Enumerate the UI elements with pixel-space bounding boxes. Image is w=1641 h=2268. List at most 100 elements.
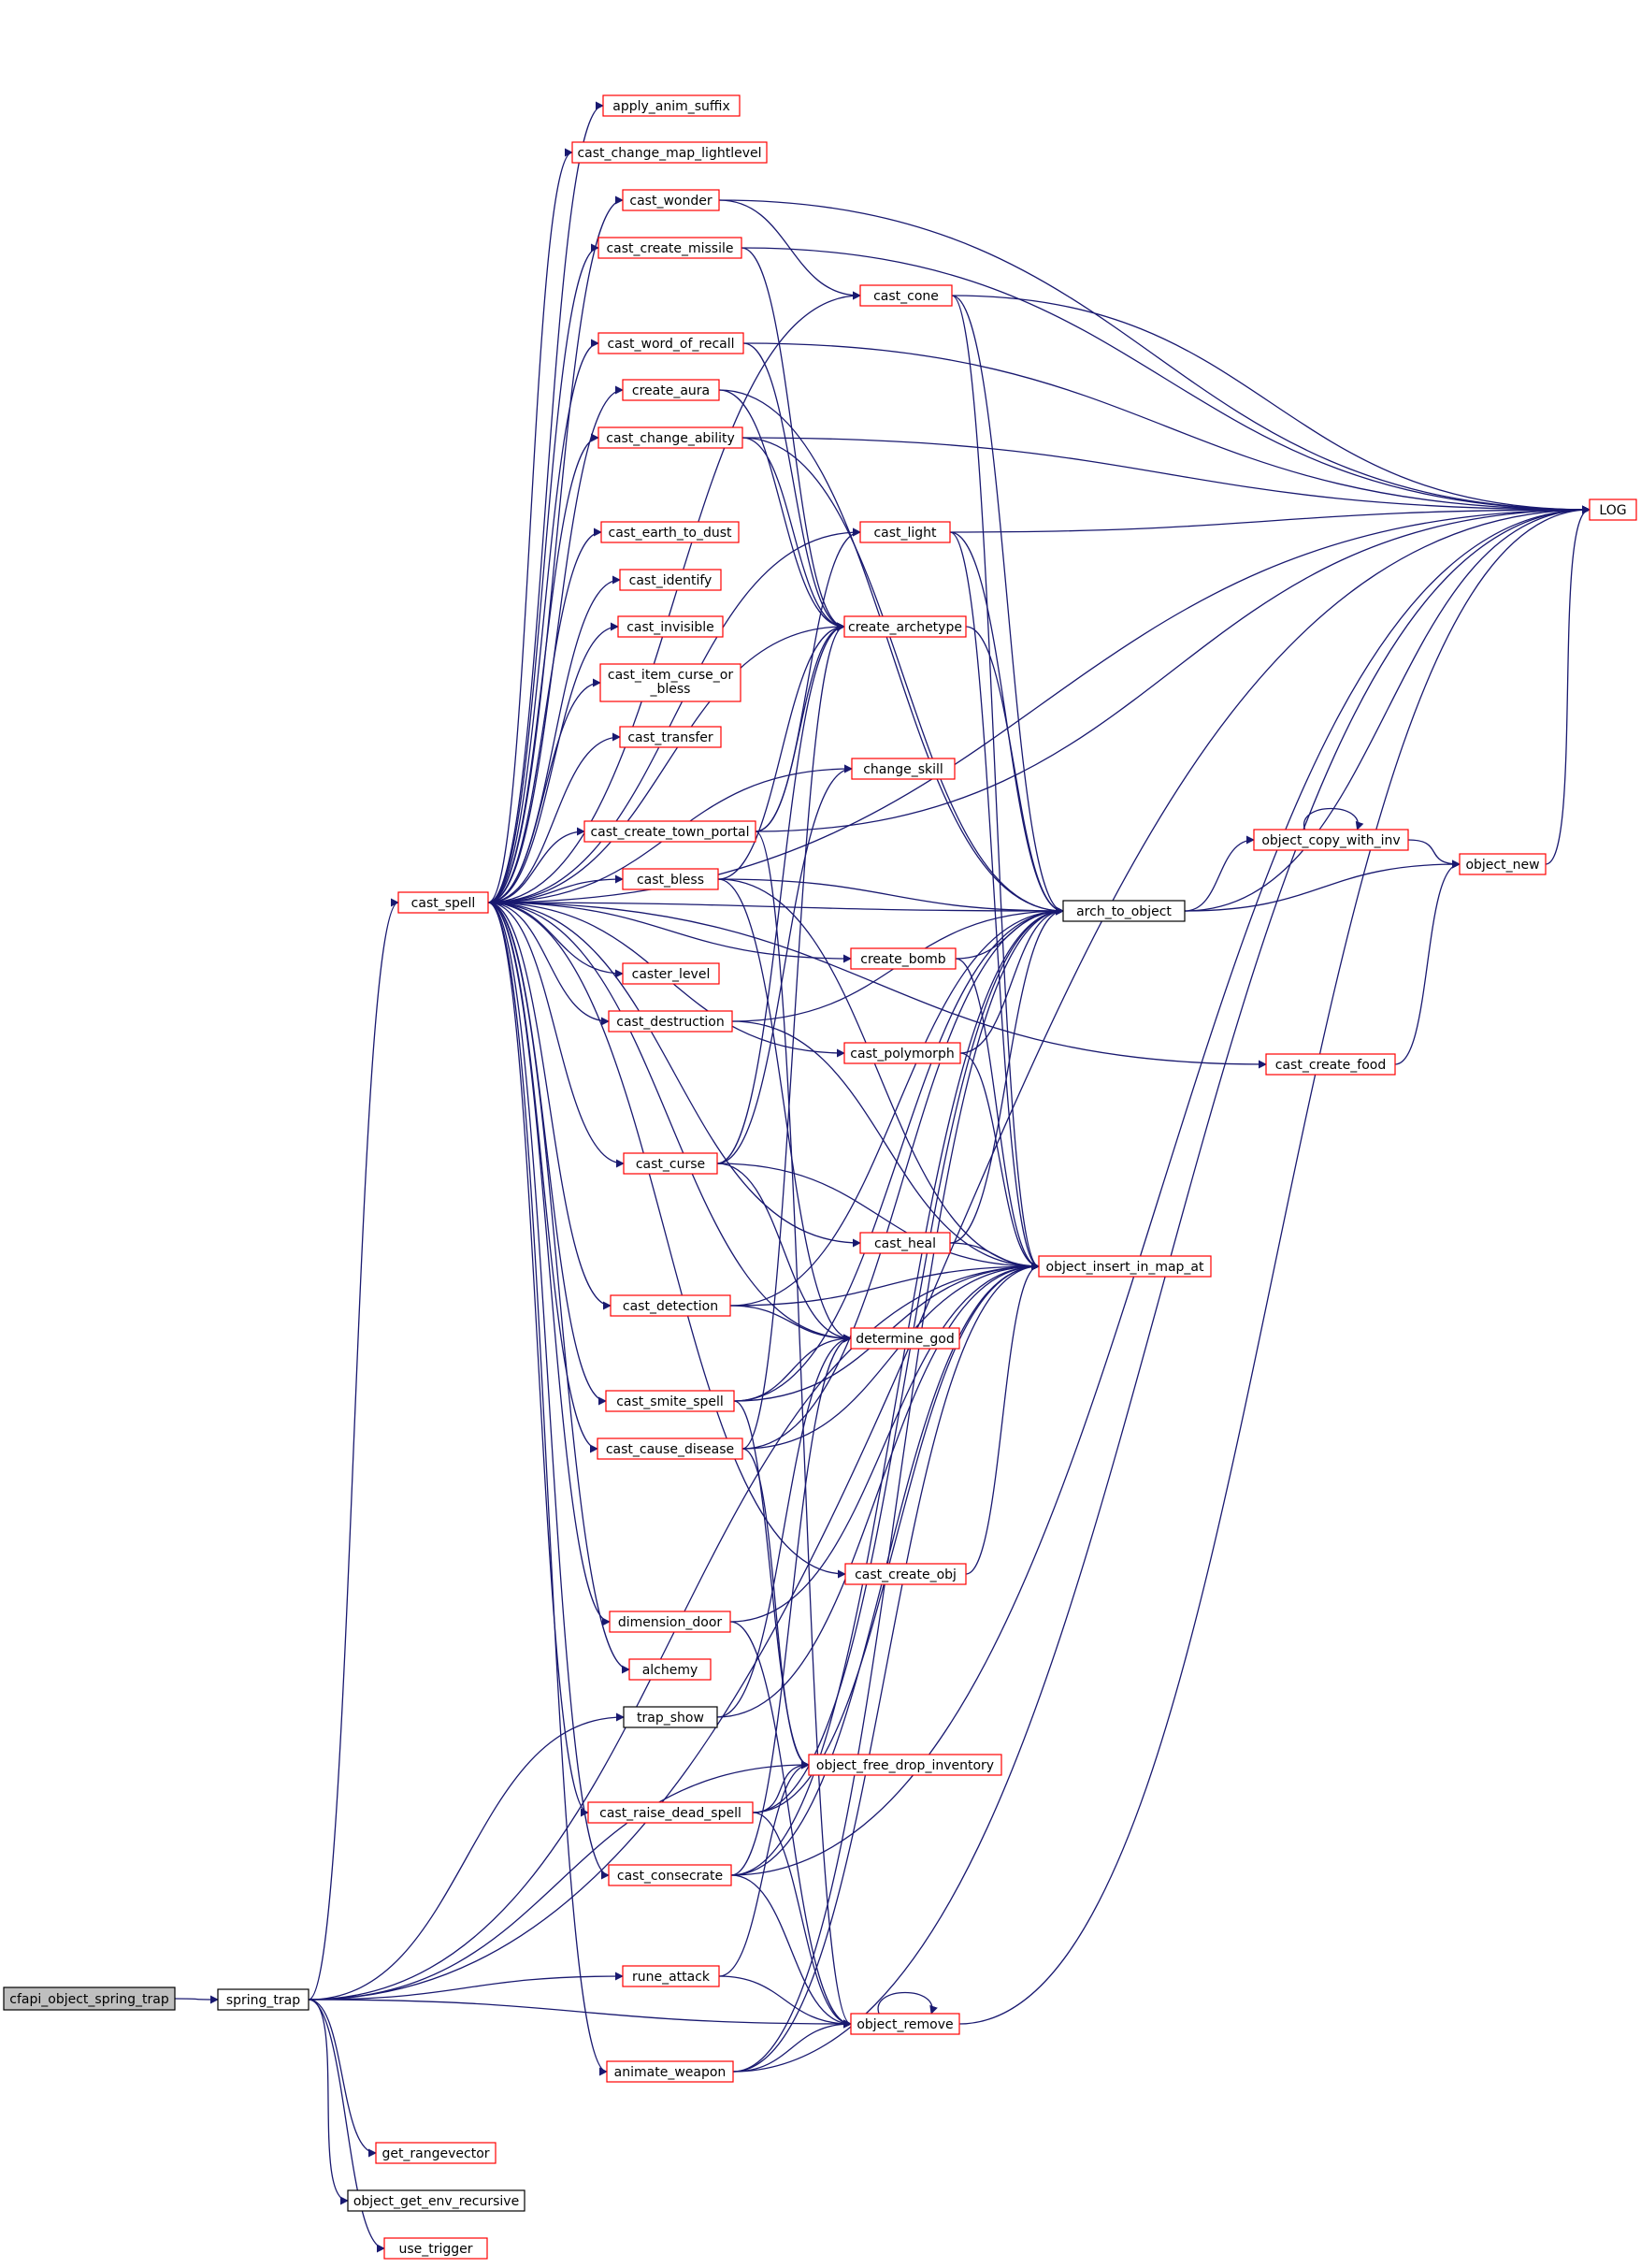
node-box[interactable]: [843, 1042, 961, 1064]
node-cast-transfer[interactable]: cast_transfer: [619, 726, 722, 748]
node-object-insert-in-map-at[interactable]: object_insert_in_map_at: [1038, 1255, 1212, 1278]
node-box[interactable]: [1459, 853, 1547, 875]
node-object-get-env-recursive[interactable]: object_get_env_recursive: [347, 2189, 525, 2212]
node-cast-item-curse-or-bless[interactable]: cast_item_curse_or_bless: [599, 663, 741, 702]
node-use-trigger[interactable]: use_trigger: [383, 2237, 488, 2260]
node-rune-attack[interactable]: rune_attack: [622, 1965, 720, 1987]
node-box[interactable]: [600, 521, 740, 543]
node-animate-weapon[interactable]: animate_weapon: [606, 2060, 734, 2083]
node-cast-earth-to-dust[interactable]: cast_earth_to_dust: [600, 521, 740, 543]
node-cast-cone[interactable]: cast_cone: [859, 284, 953, 307]
node-box[interactable]: [605, 1390, 735, 1412]
node-cast-cause-disease[interactable]: cast_cause_disease: [597, 1437, 743, 1460]
node-create-archetype[interactable]: create_archetype: [843, 615, 967, 638]
node-object-new[interactable]: object_new: [1459, 853, 1547, 875]
node-box[interactable]: [851, 758, 956, 780]
node-cfapi-object-spring-trap[interactable]: cfapi_object_spring_trap: [3, 1986, 176, 2011]
node-caster-level[interactable]: caster_level: [622, 962, 720, 985]
node-box[interactable]: [347, 2189, 525, 2212]
node-box[interactable]: [1589, 498, 1637, 521]
node-cast-create-missile[interactable]: cast_create_missile: [597, 237, 742, 259]
node-cast-detection[interactable]: cast_detection: [610, 1294, 731, 1317]
node-box[interactable]: [1038, 1255, 1212, 1278]
node-box[interactable]: [608, 1864, 732, 1886]
node-cast-word-of-recall[interactable]: cast_word_of_recall: [597, 332, 744, 354]
node-box[interactable]: [623, 1152, 718, 1175]
node-box[interactable]: [622, 189, 720, 211]
node-object-free-drop-inventory[interactable]: object_free_drop_inventory: [808, 1754, 1002, 1776]
node-cast-destruction[interactable]: cast_destruction: [608, 1010, 733, 1033]
node-box[interactable]: [217, 1988, 309, 2011]
node-cast-identify[interactable]: cast_identify: [619, 569, 722, 591]
node-box[interactable]: [375, 2142, 497, 2164]
node-box[interactable]: [383, 2237, 488, 2260]
node-cast-light[interactable]: cast_light: [859, 521, 951, 543]
node-create-bomb[interactable]: create_bomb: [850, 947, 957, 970]
node-box[interactable]: [623, 1706, 718, 1728]
node-box[interactable]: [844, 1563, 967, 1585]
node-box[interactable]: [850, 2013, 960, 2035]
node-object-remove[interactable]: object_remove: [850, 2013, 960, 2035]
node-box[interactable]: [397, 891, 489, 914]
node-cast-smite-spell[interactable]: cast_smite_spell: [605, 1390, 735, 1412]
node-cast-invisible[interactable]: cast_invisible: [617, 615, 724, 638]
node-box[interactable]: [1265, 1053, 1396, 1076]
node-box[interactable]: [608, 1010, 733, 1033]
node-cast-create-obj[interactable]: cast_create_obj: [844, 1563, 967, 1585]
node-box[interactable]: [571, 141, 768, 164]
node-box[interactable]: [622, 1965, 720, 1987]
node-cast-bless[interactable]: cast_bless: [622, 868, 719, 890]
node-box[interactable]: [597, 237, 742, 259]
node-box[interactable]: [617, 615, 724, 638]
node-apply-anim-suffix[interactable]: apply_anim_suffix: [602, 94, 741, 117]
node-box[interactable]: [859, 1232, 951, 1254]
node-cast-consecrate[interactable]: cast_consecrate: [608, 1864, 732, 1886]
node-cast-change-map-lightlevel[interactable]: cast_change_map_lightlevel: [571, 141, 768, 164]
node-box[interactable]: [599, 663, 741, 702]
node-box[interactable]: [597, 426, 743, 449]
node-cast-heal[interactable]: cast_heal: [859, 1232, 951, 1254]
node-cast-raise-dead-spell[interactable]: cast_raise_dead_spell: [587, 1801, 754, 1824]
node-box[interactable]: [622, 379, 720, 401]
node-box[interactable]: [609, 1611, 731, 1633]
node-box[interactable]: [859, 521, 951, 543]
node-box[interactable]: [3, 1986, 176, 2011]
node-box[interactable]: [606, 2060, 734, 2083]
node-object-copy-with-inv[interactable]: object_copy_with_inv: [1253, 829, 1409, 851]
node-box[interactable]: [610, 1294, 731, 1317]
node-get-rangevector[interactable]: get_rangevector: [375, 2142, 497, 2164]
node-box[interactable]: [850, 1327, 960, 1350]
node-box[interactable]: [583, 820, 756, 843]
node-cast-curse[interactable]: cast_curse: [623, 1152, 718, 1175]
node-box[interactable]: [850, 947, 957, 970]
node-trap-show[interactable]: trap_show: [623, 1706, 718, 1728]
node-box[interactable]: [622, 962, 720, 985]
node-box[interactable]: [628, 1658, 712, 1681]
node-LOG[interactable]: LOG: [1589, 498, 1637, 521]
node-cast-wonder[interactable]: cast_wonder: [622, 189, 720, 211]
node-box[interactable]: [859, 284, 953, 307]
node-box[interactable]: [587, 1801, 754, 1824]
node-box[interactable]: [1253, 829, 1409, 851]
node-alchemy[interactable]: alchemy: [628, 1658, 712, 1681]
node-box[interactable]: [843, 615, 967, 638]
node-box[interactable]: [622, 868, 719, 890]
node-box[interactable]: [597, 1437, 743, 1460]
node-arch-to-object[interactable]: arch_to_object: [1062, 900, 1186, 922]
node-box[interactable]: [597, 332, 744, 354]
node-determine-god[interactable]: determine_god: [850, 1327, 960, 1350]
node-box[interactable]: [602, 94, 741, 117]
node-cast-change-ability[interactable]: cast_change_ability: [597, 426, 743, 449]
node-cast-polymorph[interactable]: cast_polymorph: [843, 1042, 961, 1064]
node-cast-create-town-portal[interactable]: cast_create_town_portal: [583, 820, 756, 843]
node-box[interactable]: [619, 569, 722, 591]
node-spring-trap[interactable]: spring_trap: [217, 1988, 309, 2011]
node-box[interactable]: [1062, 900, 1186, 922]
node-cast-spell[interactable]: cast_spell: [397, 891, 489, 914]
node-dimension-door[interactable]: dimension_door: [609, 1611, 731, 1633]
node-box[interactable]: [808, 1754, 1002, 1776]
node-box[interactable]: [619, 726, 722, 748]
node-change-skill[interactable]: change_skill: [851, 758, 956, 780]
node-create-aura[interactable]: create_aura: [622, 379, 720, 401]
node-cast-create-food[interactable]: cast_create_food: [1265, 1053, 1396, 1076]
